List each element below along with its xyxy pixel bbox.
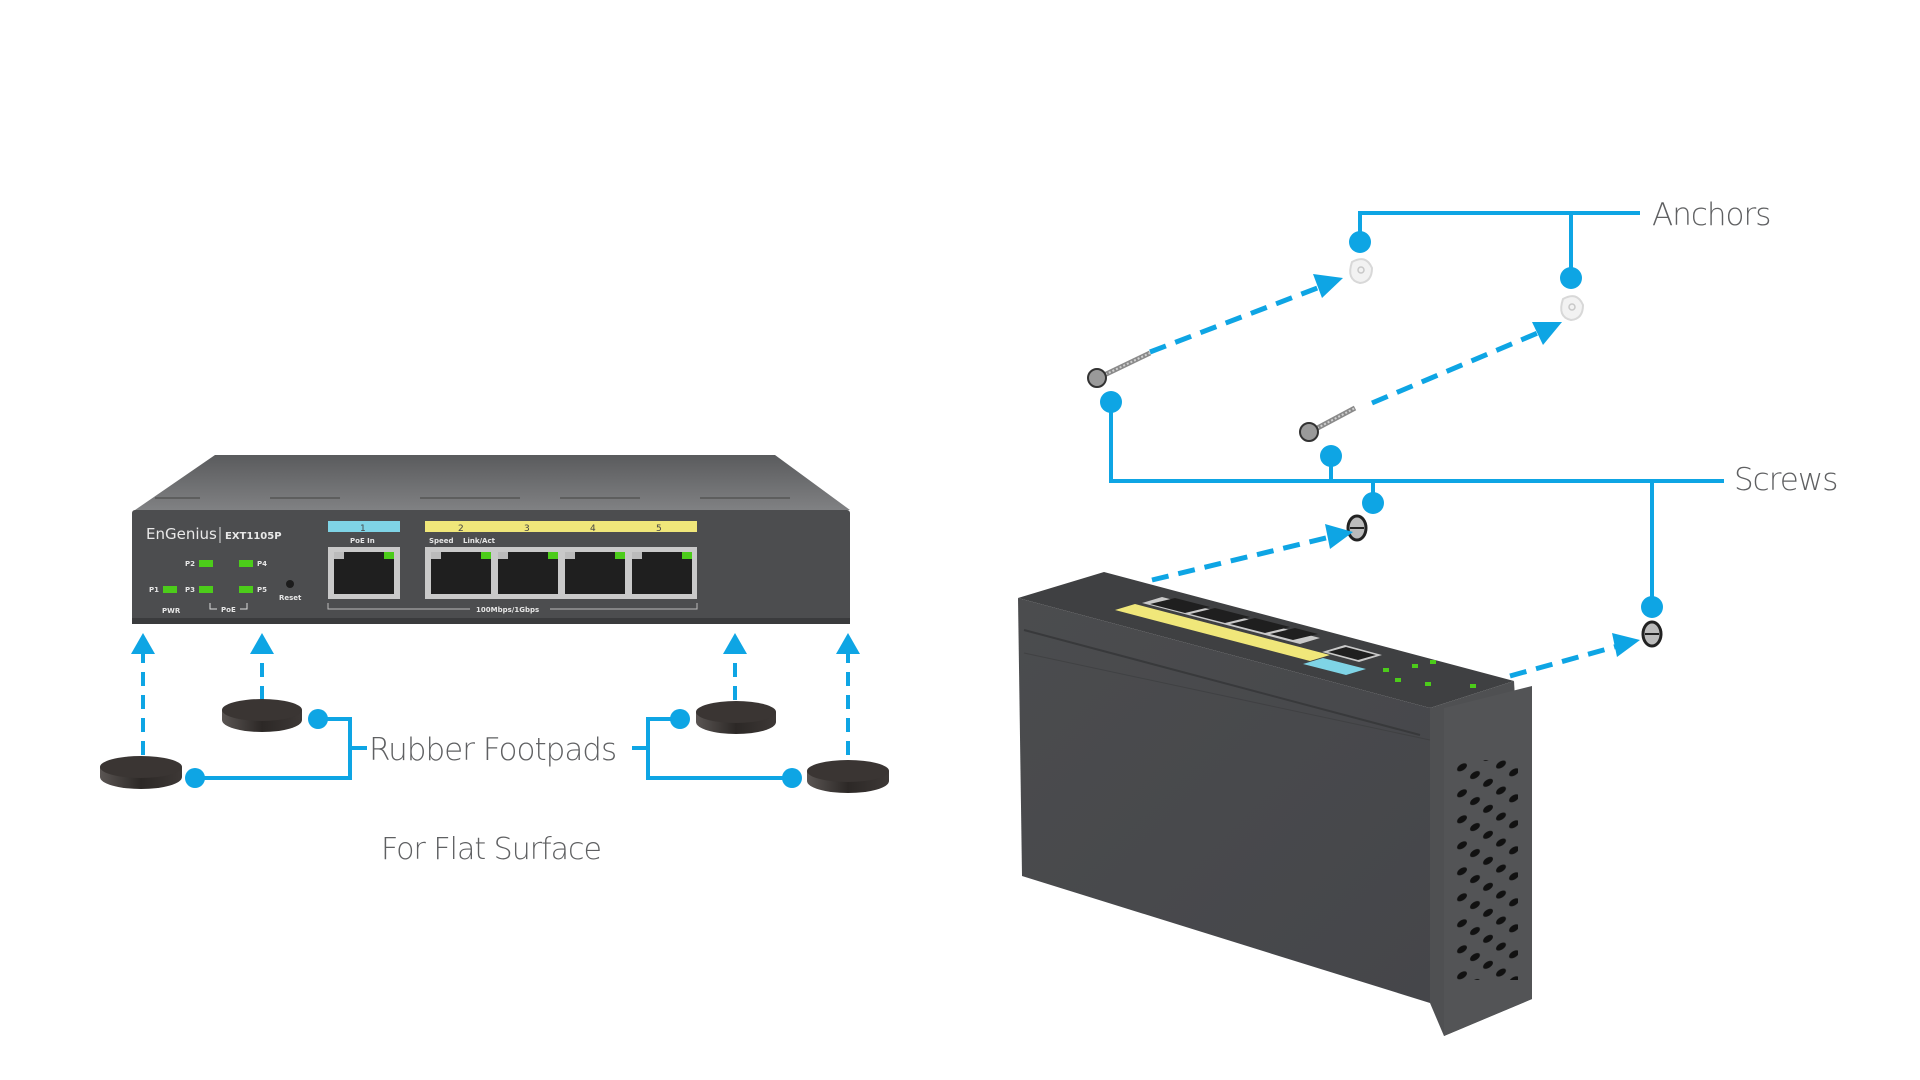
callout-dot [1100, 391, 1122, 413]
poe-in-port-number: 1 [360, 524, 366, 534]
wall-anchor-icon [1349, 258, 1374, 285]
speed-label: Speed [429, 537, 454, 545]
rj45-port-5[interactable] [632, 552, 692, 594]
footpad-icon [696, 701, 776, 734]
arrow-head-icon [1612, 633, 1640, 657]
callout-dot [782, 768, 802, 788]
port-number-2: 2 [458, 524, 464, 534]
footpad-callout-lines [195, 717, 792, 780]
footpad-icon [807, 760, 889, 793]
rj45-port[interactable] [1270, 628, 1318, 640]
pwr-label: PWR [162, 607, 181, 615]
arrow-up-icon [131, 633, 155, 654]
port-number-5: 5 [656, 524, 662, 534]
mounting-arrows [1149, 284, 1619, 679]
arrow-head-icon [1532, 322, 1562, 345]
led-label-p2: P2 [185, 560, 195, 568]
led-label-p5: P5 [257, 586, 267, 594]
poe-in-label: PoE In [350, 537, 375, 545]
reset-button[interactable] [286, 580, 294, 588]
rj45-port[interactable] [1190, 608, 1250, 623]
wall-switch-ports [1115, 597, 1476, 688]
anchors-label: Anchors [1652, 197, 1770, 233]
arrow-up-icon [836, 633, 860, 654]
callout-dot [1641, 596, 1663, 618]
model-number: EXT1105P [225, 531, 282, 542]
callout-dot [185, 768, 205, 788]
wall-mount-switch [1018, 572, 1532, 1036]
footpad-arrows [141, 648, 850, 755]
footpad-icon [100, 756, 182, 789]
anchors-callout-lines [1358, 211, 1640, 278]
wall-anchor-icon [1560, 295, 1585, 322]
led-p3 [199, 586, 213, 593]
rj45-port-4[interactable] [565, 552, 625, 594]
switch-top-surface [135, 455, 850, 510]
poe-label: PoE [221, 606, 236, 614]
callout-dot [308, 709, 328, 729]
screw-head-icon [1346, 514, 1368, 542]
speed-rating-label: 100Mbps/1Gbps [476, 606, 539, 614]
port-number-3: 3 [524, 524, 530, 534]
led-label-p1: P1 [149, 586, 159, 594]
callout-dot [670, 709, 690, 729]
rj45-port-2[interactable] [431, 552, 491, 594]
rj45-port-poe-in[interactable] [328, 547, 400, 599]
rj45-port[interactable] [1150, 598, 1210, 613]
arrow-head-icon [1325, 524, 1353, 549]
screw-icon [1087, 350, 1152, 388]
port-number-4: 4 [590, 524, 596, 534]
led-label-p3: P3 [185, 586, 195, 594]
link-act-label: Link/Act [463, 537, 496, 545]
desktop-switch: EnGenius EXT1105P P2 P4 P1 P3 P5 PWR PoE… [132, 455, 850, 624]
led-p5 [239, 586, 253, 593]
arrow-up-icon [723, 633, 747, 654]
footpad-icon [222, 699, 302, 732]
poe-in-band [328, 521, 400, 532]
ports-band [425, 521, 697, 532]
brand-logo: EnGenius [146, 525, 217, 543]
rubber-footpads [100, 699, 889, 793]
led-label-p4: P4 [257, 560, 267, 568]
callout-dot [1362, 492, 1384, 514]
callout-dot [1560, 267, 1582, 289]
screws-label: Screws [1734, 462, 1837, 498]
rj45-port-3[interactable] [498, 552, 558, 594]
led-p1 [163, 586, 177, 593]
callout-dot [1320, 445, 1342, 467]
arrow-head-icon [1313, 274, 1343, 298]
callout-dot [1349, 231, 1371, 253]
ventilation-grille [1456, 760, 1518, 980]
switch-front-face [1018, 598, 1430, 1003]
led-p2 [199, 560, 213, 567]
flat-surface-caption: For Flat Surface [381, 832, 601, 867]
screw-icon [1299, 405, 1357, 442]
screw-head-icon [1641, 620, 1663, 648]
screws-callout-lines [1109, 402, 1724, 604]
arrow-up-icon [250, 633, 274, 654]
reset-label: Reset [279, 594, 302, 602]
led-group: P2 P4 P1 P3 P5 PWR PoE [149, 560, 267, 615]
rj45-port[interactable] [1230, 618, 1290, 633]
led-p4 [239, 560, 253, 567]
rubber-footpads-label: Rubber Footpads [369, 732, 616, 768]
